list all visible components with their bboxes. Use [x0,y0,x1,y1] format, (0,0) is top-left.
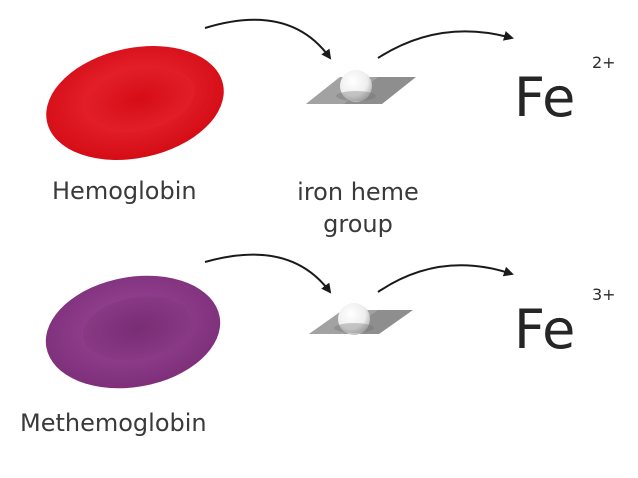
heme-ball-bottom [338,303,370,335]
arrow-heme-to-ion-top [377,30,514,59]
heme-group-bottom [309,303,413,335]
iron-ion-bottom: Fe [514,298,576,361]
methemoglobin-cell-center [82,296,192,361]
methemoglobin-cell [45,275,221,389]
hemoglobin-cell [46,46,224,160]
heme-ball-top [340,70,372,102]
methemoglobin-label: Methemoglobin [20,409,207,437]
hemoglobin-cell-center [84,66,195,132]
iron-ion-top: Fe [514,66,576,129]
iron-charge-bottom: 3+ [592,285,616,304]
hemoglobin-label: Hemoglobin [52,177,197,205]
heme-group-label: iron heme group [297,178,419,238]
arrow-cell-to-heme-bottom [204,253,332,294]
iron-charge-top: 2+ [592,53,616,72]
arrow-cell-to-heme-top [204,18,332,60]
heme-group-top [306,70,416,104]
arrow-heme-to-ion-bottom [377,264,514,293]
